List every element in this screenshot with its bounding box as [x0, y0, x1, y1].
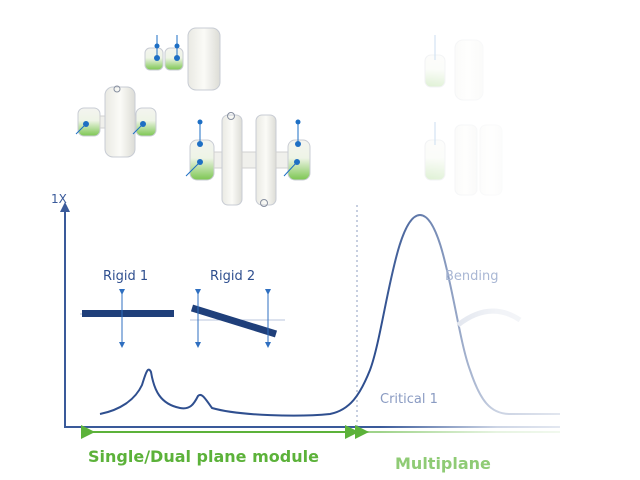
- fade-overlay: [380, 0, 640, 480]
- rigid-2-label: Rigid 2: [210, 269, 255, 284]
- y-axis-label: 1X: [51, 192, 67, 206]
- multiplane-label: Multiplane: [395, 454, 491, 473]
- single-dual-plane-label: Single/Dual plane module: [88, 447, 319, 466]
- bending-1-label: Bending: [445, 269, 499, 284]
- critical-1-label: Critical 1: [380, 392, 438, 407]
- y-axis-arrow-icon: [60, 202, 70, 212]
- rotor-overhung-icon: [144, 27, 221, 91]
- rotor-single-disk-icon: [75, 85, 157, 158]
- rigid-2-mode-shape: [190, 289, 285, 348]
- rotor-double-disk-icon: [185, 112, 311, 207]
- rigid-1-mode-shape: [80, 289, 174, 348]
- rigid-1-label: Rigid 1: [103, 269, 148, 284]
